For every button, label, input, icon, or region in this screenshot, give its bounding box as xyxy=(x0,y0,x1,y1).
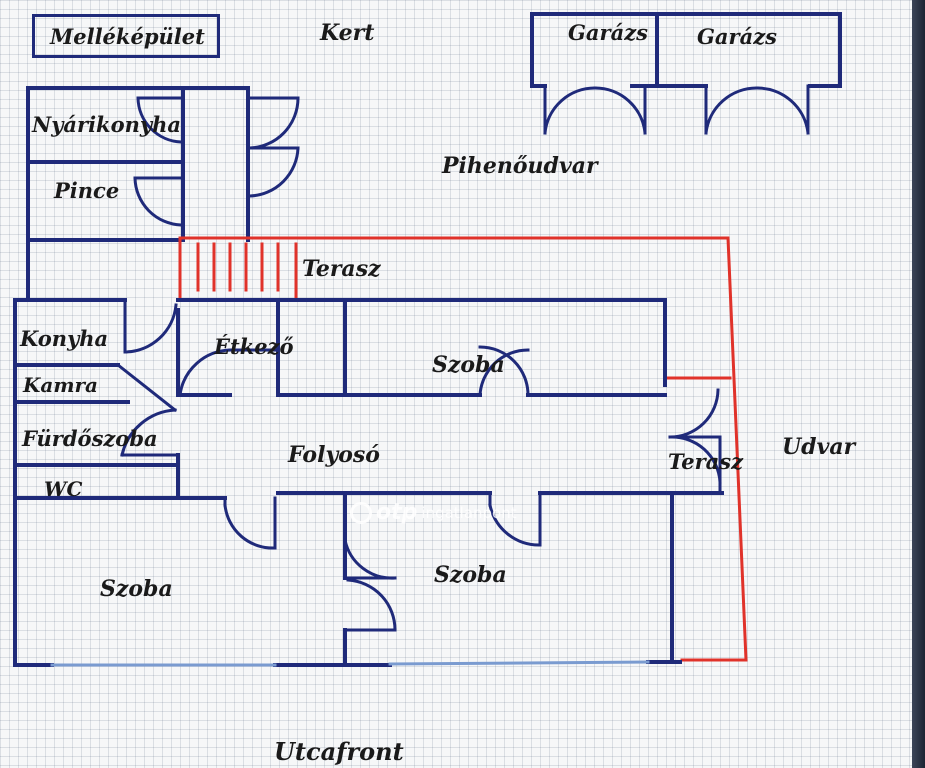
monitor-edge xyxy=(912,0,925,768)
label-szoba-bottom: Szoba xyxy=(434,562,507,588)
label-mellekepulet: Melléképület xyxy=(50,24,205,49)
watermark-brand: otp xyxy=(376,500,418,525)
label-pihenoudvar: Pihenőudvar xyxy=(442,153,598,179)
outbuilding-walls xyxy=(26,86,250,242)
watermark: otp ingatlanpont xyxy=(350,500,517,525)
label-terasz-top: Terasz xyxy=(302,256,381,282)
label-kert: Kert xyxy=(320,20,375,46)
label-wc: WC xyxy=(44,477,83,501)
watermark-sub: ingatlanpont xyxy=(421,503,517,522)
label-etkezo: Étkező xyxy=(214,334,294,359)
house-walls xyxy=(13,238,724,667)
label-kamra: Kamra xyxy=(23,373,98,397)
label-garazs-2: Garázs xyxy=(697,24,777,49)
label-konyha: Konyha xyxy=(20,326,109,351)
label-terasz-right: Terasz xyxy=(668,449,743,474)
otp-logo-icon xyxy=(350,501,372,524)
terrace-outline xyxy=(178,236,748,662)
label-folyoso: Folyosó xyxy=(288,442,380,468)
outbuilding-label-box xyxy=(32,14,220,58)
street-windows xyxy=(50,660,650,667)
label-szoba-mid: Szoba xyxy=(432,352,505,378)
label-nyarikonyha: Nyárikonyha xyxy=(32,112,181,137)
garage-doors xyxy=(543,84,810,135)
label-pince: Pince xyxy=(54,178,120,203)
label-szoba-left: Szoba xyxy=(100,576,173,602)
label-udvar: Udvar xyxy=(782,434,856,460)
house-doors xyxy=(115,298,722,632)
label-utcafront: Utcafront xyxy=(274,737,404,766)
label-furdoszoba: Fürdőszoba xyxy=(22,426,158,451)
outbuilding-doors xyxy=(133,96,300,227)
label-garazs-1: Garázs xyxy=(568,20,648,45)
